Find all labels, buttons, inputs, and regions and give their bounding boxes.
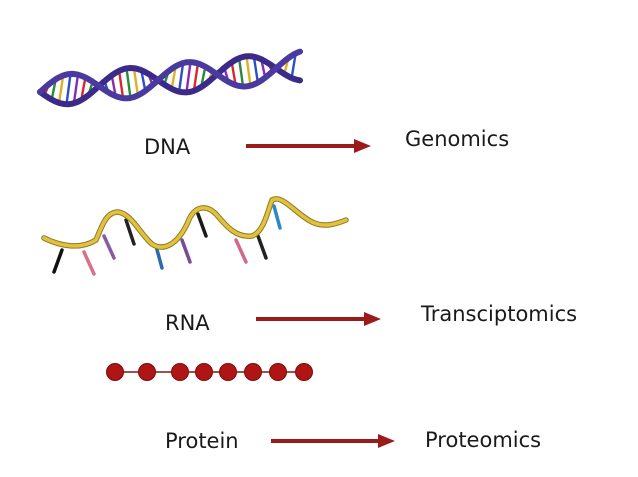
genomics-label: Genomics [405, 127, 510, 151]
nucleotide-base [52, 248, 64, 274]
dna-double-helix-icon [37, 48, 303, 108]
nucleotide-base [154, 244, 164, 270]
amino-acid-chain-icon [106, 363, 313, 381]
protein-to-proteomics-arrow [271, 434, 395, 448]
transcriptomics-label: Transciptomics [421, 302, 578, 326]
base-pair-rung [132, 68, 140, 97]
base-pair-rung [57, 76, 65, 104]
amino-acid-bead [244, 363, 262, 381]
base-pair-rung [192, 62, 200, 91]
nucleotide-base [196, 212, 208, 238]
nucleotide-base [272, 204, 282, 230]
rna-backbone-shadow [41, 196, 349, 250]
nucleotide-base [102, 234, 116, 260]
amino-acid-bead [171, 363, 189, 381]
rna-backbone [42, 197, 348, 249]
nucleotide-base [234, 238, 248, 264]
nucleotide-base [180, 238, 192, 264]
rna-to-transcriptomics-arrow [256, 312, 381, 326]
base-pair-rung [185, 62, 192, 93]
dna-to-genomics-arrow [246, 139, 371, 153]
protein-label: Protein [165, 429, 239, 453]
nucleotide-base [256, 234, 268, 260]
base-pair-rung [125, 67, 132, 99]
base-pair-rung [237, 57, 245, 87]
base-pair-rung [177, 63, 185, 93]
base-pair-rung [245, 56, 252, 87]
rna-strand-icon [41, 196, 349, 276]
amino-acid-bead [106, 363, 124, 381]
amino-acid-bead [138, 363, 156, 381]
proteomics-label: Proteomics [425, 428, 542, 452]
amino-acid-bead [195, 363, 213, 381]
rna-label: RNA [165, 311, 210, 335]
dna-backbone-strand [37, 48, 303, 102]
nucleotide-base [124, 218, 136, 246]
base-pair-rung [65, 74, 72, 105]
base-pair-rung [72, 74, 80, 103]
dna-backbone-strand [37, 53, 303, 108]
amino-acid-bead [295, 363, 313, 381]
amino-acid-bead [219, 363, 237, 381]
base-pair-rung [290, 54, 297, 79]
amino-acid-bead [269, 363, 287, 381]
nucleotide-base [82, 250, 96, 276]
base-pair-rung [117, 69, 125, 98]
dna-label: DNA [144, 135, 191, 159]
base-pair-rung [252, 57, 260, 84]
